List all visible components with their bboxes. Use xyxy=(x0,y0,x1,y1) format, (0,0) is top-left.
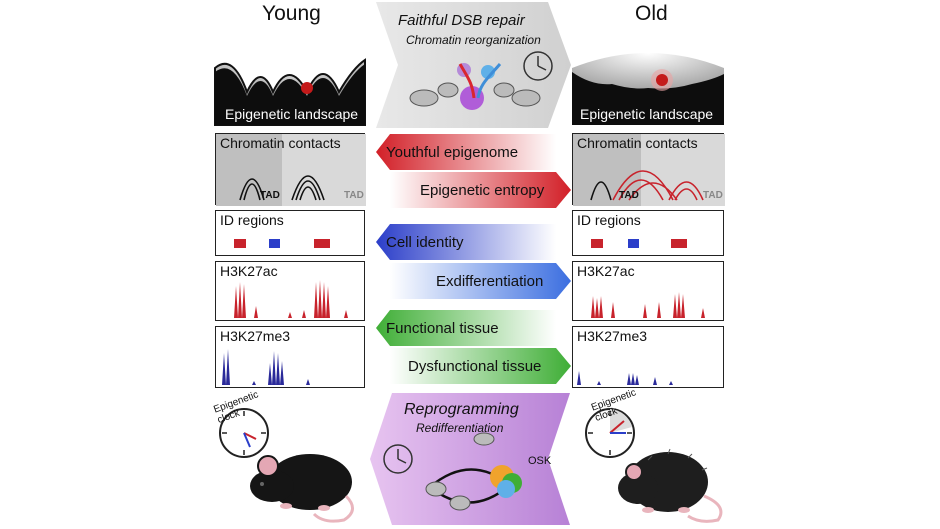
osk-label: OSK xyxy=(528,455,552,467)
old-h3k27me3-panel: H3K27me3 xyxy=(572,326,724,388)
youthful-arrow-shape xyxy=(376,134,556,170)
young-tad-label-1: TAD xyxy=(260,190,280,201)
functional-tissue-arrow-shape xyxy=(376,310,556,346)
old-id-regions-graphic xyxy=(591,239,687,248)
old-tad-label-2: TAD xyxy=(703,190,723,201)
young-h3k27ac-label: H3K27ac xyxy=(220,263,278,279)
cell-identity-arrow-shape xyxy=(376,224,556,260)
young-heading: Young xyxy=(262,2,321,25)
old-h3k27me3-label: H3K27me3 xyxy=(577,328,648,344)
young-id-regions-panel: ID regions xyxy=(215,210,365,256)
youthful-epigenome-arrow: Youthful epigenome xyxy=(376,134,571,170)
young-mouse-graphic xyxy=(250,454,354,523)
young-h3k27ac-track xyxy=(234,280,348,318)
reprogramming-subtitle: Redifferentiation xyxy=(416,421,504,435)
young-landscape-graphic xyxy=(214,28,366,126)
old-chromatin-panel: Chromatin contacts TAD TAD xyxy=(572,133,725,206)
cell-identity-arrow: Cell identity xyxy=(376,224,571,260)
reprogramming-title: Reprogramming xyxy=(404,401,519,418)
old-landscape: Epigenetic landscape xyxy=(572,28,724,125)
functional-tissue-arrow: Functional tissue xyxy=(376,310,571,346)
epigenetic-entropy-label: Epigenetic entropy xyxy=(420,182,545,199)
old-h3k27ac-label: H3K27ac xyxy=(577,263,635,279)
dsb-repair-subtitle: Chromatin reorganization xyxy=(406,33,541,47)
exdifferentiation-label: Exdifferentiation xyxy=(436,273,544,290)
old-mouse-graphic xyxy=(618,448,723,523)
young-mouse xyxy=(234,430,364,525)
young-clock: Epigenetic clock xyxy=(212,389,282,463)
entropy-arrow-shape xyxy=(390,172,571,208)
old-tad-label-1: TAD xyxy=(619,190,639,201)
young-clock-face xyxy=(219,408,269,458)
old-chromatin-label: Chromatin contacts xyxy=(577,135,698,151)
dysfunctional-tissue-arrow: Dysfunctional tissue xyxy=(376,348,571,384)
reprogramming-chevron xyxy=(370,393,570,525)
youthful-epigenome-label: Youthful epigenome xyxy=(386,144,519,161)
young-h3k27me3-track xyxy=(222,349,310,385)
young-chromatin-panel: Chromatin contacts TAD TAD xyxy=(215,133,366,206)
old-landscape-label: Epigenetic landscape xyxy=(580,106,714,122)
dysfunctional-tissue-label: Dysfunctional tissue xyxy=(408,358,542,375)
nucleosome-icon xyxy=(409,82,541,107)
dsb-repair-panel: Faithful DSB repair Chromatin reorganiza… xyxy=(376,2,571,128)
exdifferentiation-arrow: Exdifferentiation xyxy=(376,263,571,299)
old-id-regions-panel: ID regions xyxy=(572,210,724,256)
exdifferentiation-arrow-shape xyxy=(390,263,571,299)
old-mouse xyxy=(608,430,738,525)
young-tad-label-2: TAD xyxy=(344,190,364,201)
dsb-repair-title: Faithful DSB repair xyxy=(398,12,525,29)
young-id-regions-label: ID regions xyxy=(220,212,284,228)
young-landscape-label: Epigenetic landscape xyxy=(225,106,359,122)
young-id-regions-graphic xyxy=(234,239,330,248)
old-clock-face xyxy=(585,408,635,458)
clock-cycle-icon xyxy=(523,51,553,81)
old-h3k27ac-panel: H3K27ac xyxy=(572,261,724,321)
old-h3k27ac-track xyxy=(591,292,705,318)
old-chromatin-graphic xyxy=(573,134,725,206)
young-h3k27ac-panel: H3K27ac xyxy=(215,261,365,321)
cell-identity-label: Cell identity xyxy=(386,234,464,251)
old-landscape-graphic xyxy=(572,28,724,125)
epigenetic-entropy-arrow: Epigenetic entropy xyxy=(376,172,571,208)
reprogramming-cycle-icon xyxy=(383,444,413,474)
old-heading: Old xyxy=(635,2,668,25)
old-clock: Epigenetic clock xyxy=(578,387,648,463)
dysfunctional-tissue-arrow-shape xyxy=(390,348,571,384)
young-chromatin-label: Chromatin contacts xyxy=(220,135,341,151)
young-h3k27me3-label: H3K27me3 xyxy=(220,328,291,344)
young-chromatin-graphic xyxy=(216,134,366,206)
young-h3k27me3-panel: H3K27me3 xyxy=(215,326,365,388)
old-id-regions-label: ID regions xyxy=(577,212,641,228)
dsb-repair-chevron xyxy=(376,2,571,128)
reprogramming-panel: Reprogramming Redifferentiation OSK xyxy=(370,393,570,525)
young-landscape: Epigenetic landscape xyxy=(214,28,366,126)
old-h3k27me3-track xyxy=(577,371,673,385)
functional-tissue-label: Functional tissue xyxy=(386,320,499,337)
